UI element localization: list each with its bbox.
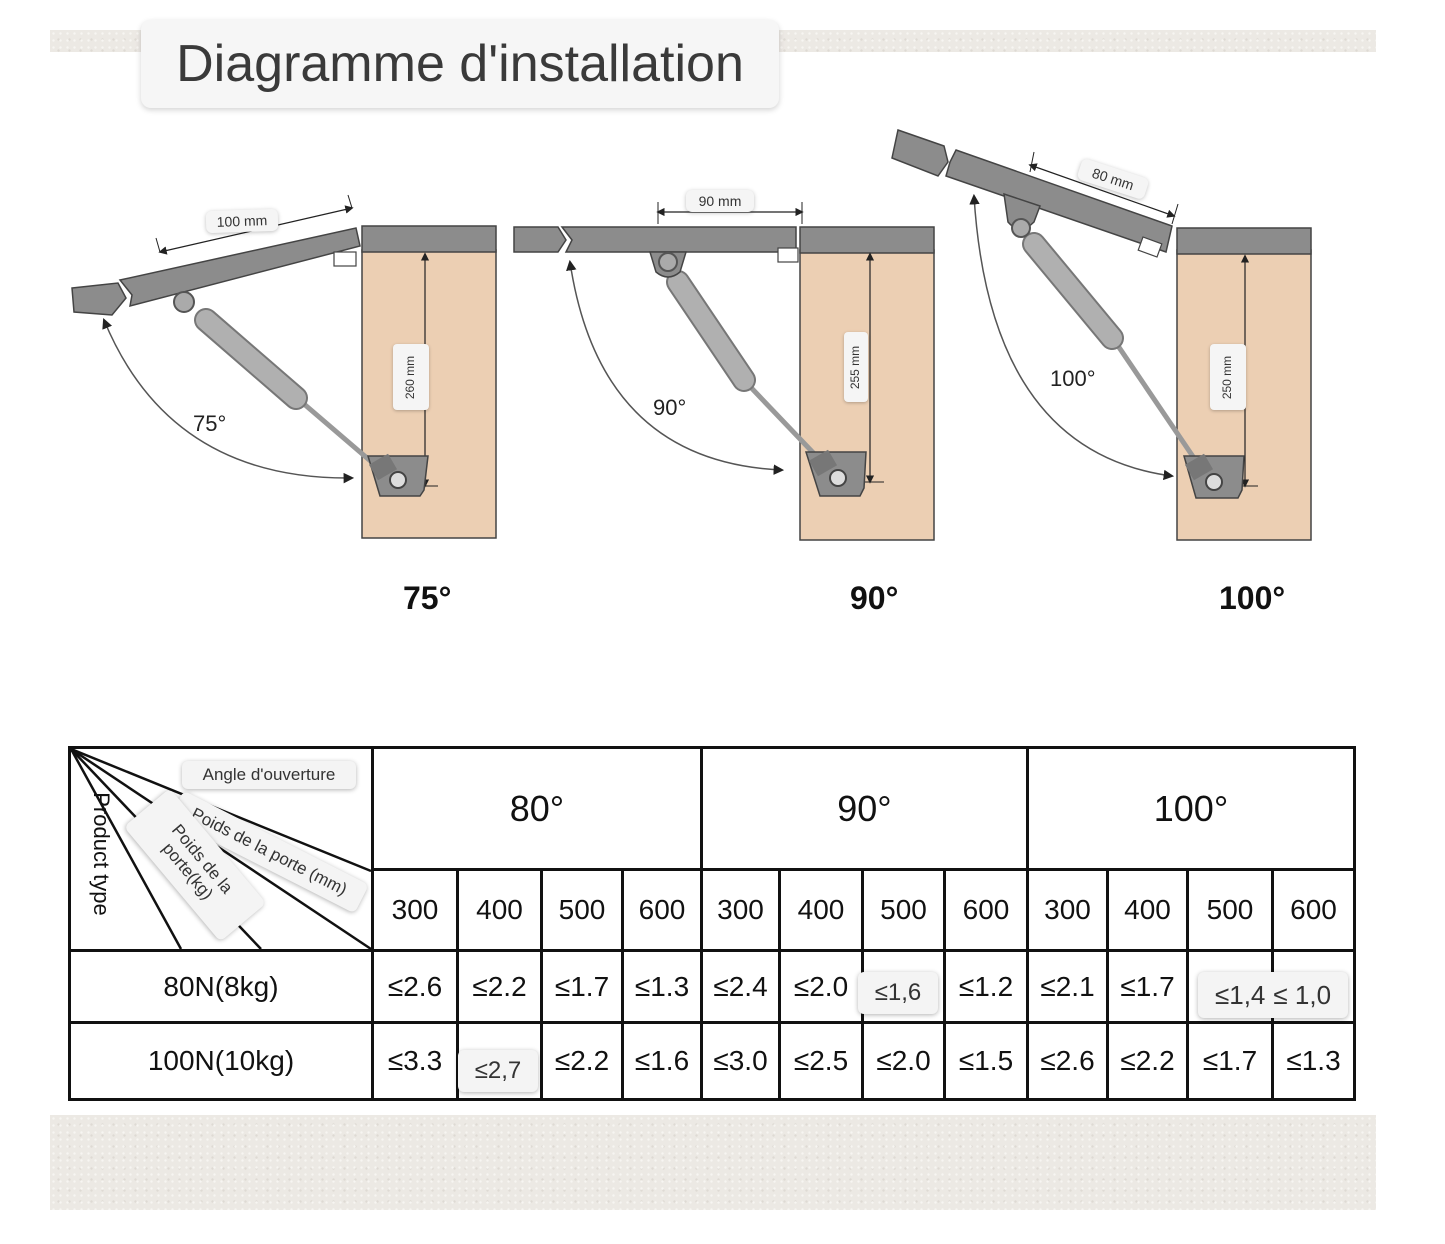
height-header: 500: [1206, 894, 1254, 925]
value-cell: ≤1.5: [958, 1045, 1014, 1076]
value-cell: ≤3.0: [713, 1045, 768, 1076]
value-cell: ≤1.3: [634, 970, 690, 1002]
arc-label-75: 75°: [193, 411, 226, 436]
value-cell: ≤2.2: [1120, 1045, 1175, 1076]
lid-100: [945, 149, 1173, 253]
height-header: 400: [797, 894, 845, 925]
value-cell: ≤2.5: [793, 1045, 849, 1076]
product-100n: 100N(10kg): [147, 1045, 295, 1076]
diagram-100: 100°: [891, 129, 1312, 541]
lid-end-75: [71, 282, 127, 316]
cabinet-top-90: [799, 226, 935, 254]
lid-90: [560, 226, 797, 253]
diagram-75: 75°: [71, 194, 497, 539]
value-cell: ≤2.6: [387, 970, 443, 1002]
opening-angle-tag: Angle d'ouverture: [182, 761, 356, 789]
value-cell: ≤1.7: [1120, 970, 1175, 1002]
value-overlay-80n-90-500: ≤1,6: [858, 972, 938, 1014]
arc-90: [566, 259, 785, 475]
page-title: Diagramme d'installation: [176, 35, 744, 93]
value-cell: ≤1.7: [554, 970, 610, 1002]
value-cell: ≤1.7: [1202, 1045, 1258, 1076]
pivot-top-90: [658, 252, 678, 272]
height-header: 500: [558, 894, 606, 925]
strut-rod-100: [1107, 332, 1201, 466]
product-80n: 80N(8kg): [163, 970, 279, 1002]
height-header: 600: [638, 894, 686, 925]
height-header: 400: [1124, 894, 1171, 925]
height-header: 300: [1044, 894, 1091, 925]
width-tag-75: 100 mm: [205, 208, 279, 234]
angle-header-100: 100°: [1153, 787, 1229, 829]
product-type-label: Product type: [89, 792, 114, 916]
value-cell: ≤2.4: [713, 970, 768, 1002]
angle-caption-90: 90°: [850, 580, 899, 616]
angle-header-90: 90°: [837, 787, 892, 829]
value-cell: ≤2.2: [554, 1045, 610, 1076]
value-cell: ≤2.6: [1040, 1045, 1095, 1076]
installation-diagrams: 75° 90°: [71, 129, 1312, 541]
arc-100: [969, 193, 1175, 481]
value-cell: ≤2.1: [1040, 970, 1095, 1002]
cabinet-top-75: [361, 225, 497, 253]
height-header: 400: [476, 894, 523, 925]
cabinet-top-100: [1176, 227, 1312, 255]
lid-end-100: [891, 129, 949, 177]
pivot-top-100: [1011, 218, 1031, 238]
value-overlay-80n-100-500-600: ≤1,4≤ 1,0: [1198, 972, 1348, 1018]
height-tag-90: 255 mm: [844, 332, 868, 402]
angle-caption-100: 100°: [1219, 580, 1286, 616]
value-cell: ≤2.0: [876, 1045, 931, 1076]
arc-label-90: 90°: [653, 395, 686, 420]
stopper-90: [777, 247, 799, 263]
value-cell: ≤2.2: [472, 970, 527, 1002]
value-cell: ≤3.3: [387, 1045, 443, 1076]
height-header: 600: [962, 894, 1010, 925]
value-cell: ≤1.2: [958, 970, 1014, 1002]
grid-v-main: [371, 749, 374, 1098]
pivot-top-75: [173, 291, 195, 313]
arc-75: [102, 318, 355, 484]
value-cell: ≤1.6: [634, 1045, 690, 1076]
stopper-75: [333, 251, 357, 267]
arc-label-100: 100°: [1050, 366, 1096, 391]
diagram-90: 90°: [513, 202, 935, 541]
value-overlay-100n-80-400: ≤2,7: [458, 1050, 538, 1092]
height-header: 300: [391, 894, 439, 925]
angle-caption-75: 75°: [403, 580, 452, 616]
height-tag-75: 260 mm: [393, 344, 429, 410]
height-header: 300: [717, 894, 764, 925]
height-tag-100: 250 mm: [1210, 344, 1246, 410]
value-cell: ≤2.0: [793, 970, 849, 1002]
height-header: 500: [880, 894, 927, 925]
value-cell: ≤1.3: [1286, 1045, 1341, 1076]
angle-header-80: 80°: [509, 787, 565, 829]
lid-end-90: [513, 226, 567, 253]
width-tag-90: 90 mm: [686, 190, 754, 212]
height-header: 600: [1290, 894, 1337, 925]
specification-table: Product type 80° 90° 100° 300 400 500 60…: [68, 746, 1356, 1101]
strut-rod-90: [738, 374, 824, 464]
title-banner: Diagramme d'installation: [141, 20, 779, 108]
bottom-texture-band: [50, 1115, 1376, 1210]
